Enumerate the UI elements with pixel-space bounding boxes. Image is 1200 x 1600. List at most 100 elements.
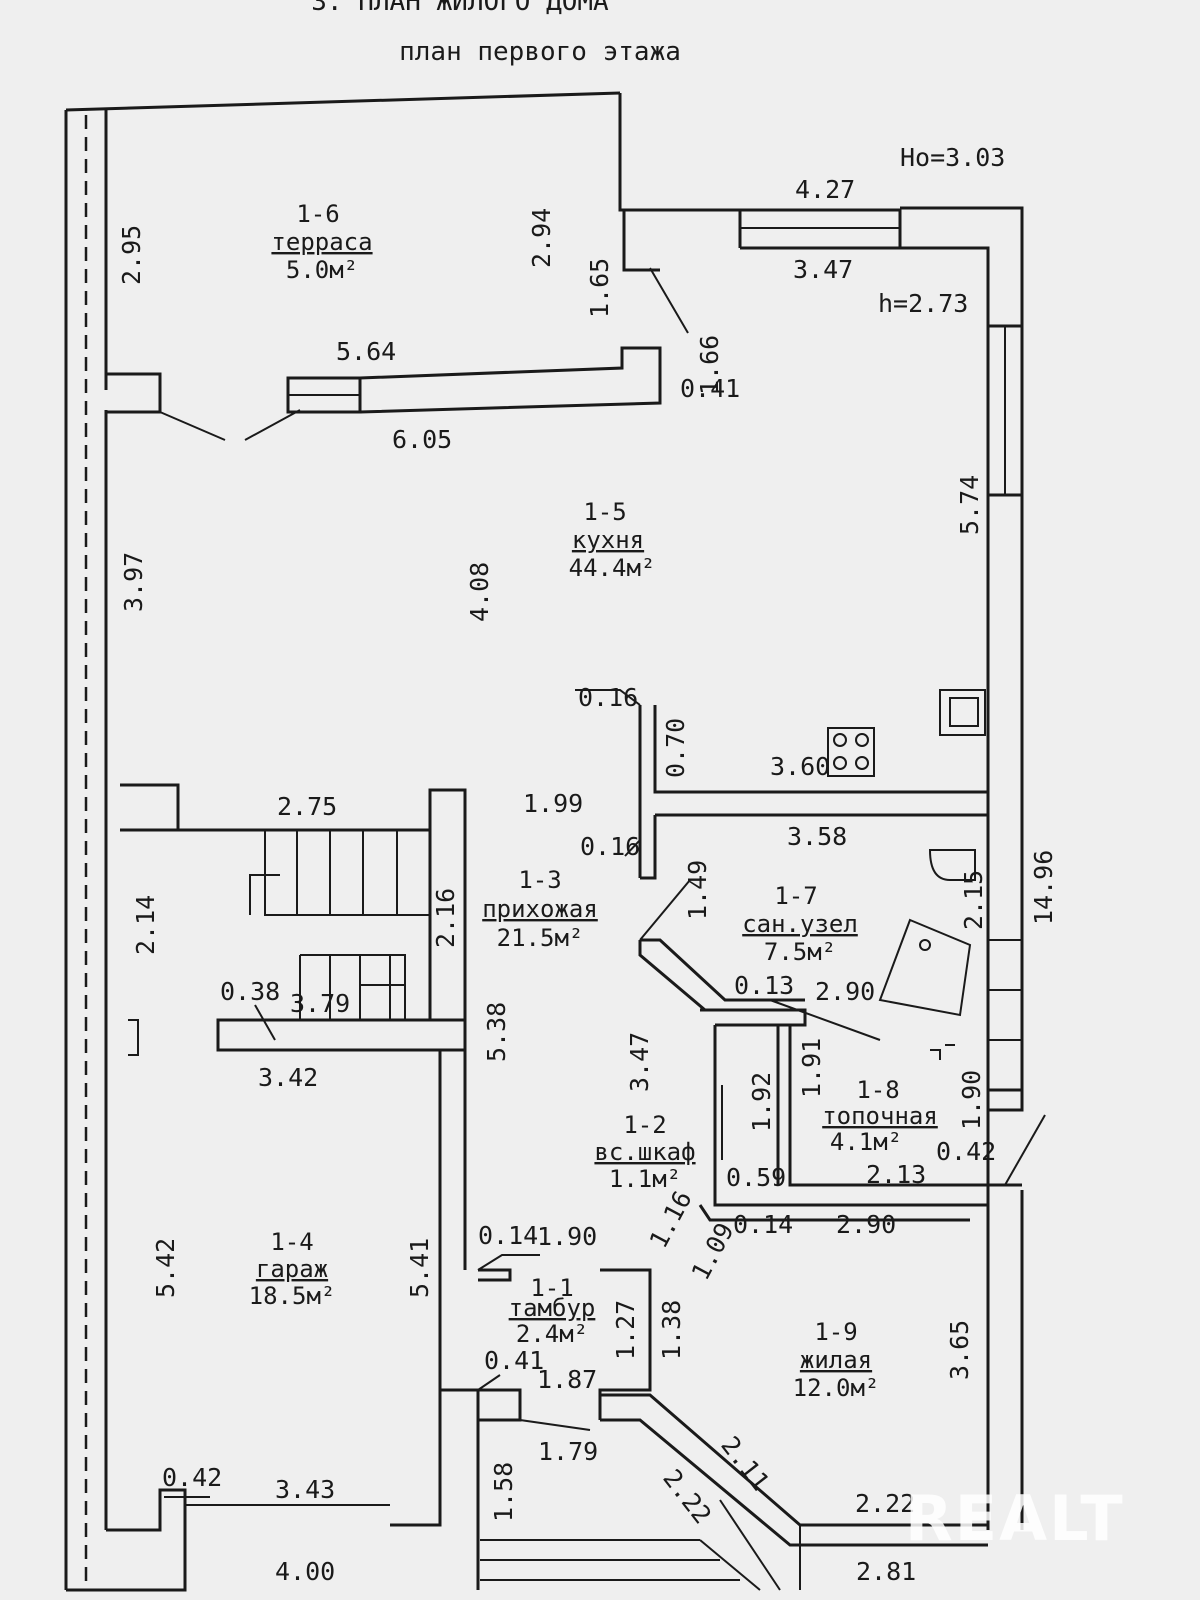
dimension-label: 1.58: [489, 1462, 518, 1522]
dimension-label: 1.16: [644, 1186, 698, 1253]
room-number: 1-2: [623, 1111, 666, 1139]
dimension-label: 2.22: [657, 1464, 717, 1529]
porch-steps: [480, 1499, 781, 1591]
dimension-label: 2.16: [431, 888, 460, 948]
room-number: 1-7: [774, 882, 817, 910]
dimension-label: 5.74: [955, 475, 984, 535]
dimension-label: 4.27: [795, 175, 855, 204]
dimension-label: 0.16: [580, 832, 640, 861]
dimension-label: 1.65: [585, 258, 614, 318]
dimension-label: 2.14: [131, 895, 160, 955]
dimension-label: 1.79: [538, 1437, 598, 1466]
realt-watermark: REALT: [905, 1482, 1125, 1555]
room-1-6: 1-6 терраса 5.0м²: [271, 200, 372, 284]
room-1-4: 1-4 гараж 18.5м²: [249, 1228, 336, 1310]
room-name: гараж: [256, 1255, 328, 1283]
room-area: 21.5м²: [497, 924, 584, 952]
dimension-label: 5.41: [405, 1238, 434, 1298]
dimension-label: 4.08: [465, 562, 494, 622]
dimension-label: 0.14: [733, 1210, 793, 1239]
dimension-label: 1.90: [957, 1070, 986, 1130]
room-name: терраса: [271, 228, 372, 256]
dimension-label: 2.81: [856, 1557, 916, 1586]
dimension-label: 1.27: [611, 1300, 640, 1360]
dimension-label: 1.92: [747, 1072, 776, 1132]
dimension-label: 2.95: [117, 225, 146, 285]
room-name: сан.узел: [742, 910, 858, 938]
dimension-label: 0.70: [661, 718, 690, 778]
room-1-2: 1-2 вс.шкаф 1.1м²: [594, 1111, 695, 1193]
dimension-label: 5.64: [336, 337, 396, 366]
fixtures: [827, 689, 986, 1060]
dimension-label: 3.58: [787, 822, 847, 851]
dimension-label: 3.97: [119, 552, 148, 612]
dimension-label: 0.41: [484, 1346, 544, 1375]
room-number: 1-9: [814, 1318, 857, 1346]
dimension-label: 0.41: [680, 374, 740, 403]
dimension-label: 3.60: [770, 752, 830, 781]
dimension-label: 0.42: [162, 1463, 222, 1492]
dimension-label: 3.47: [625, 1032, 654, 1092]
dimension-label: 4.00: [275, 1557, 335, 1586]
dimension-label: 3.79: [290, 989, 350, 1018]
dimension-label: 0.13: [734, 971, 794, 1000]
dimension-label: 2.90: [836, 1210, 896, 1239]
dimension-label: 1.90: [537, 1222, 597, 1251]
dimension-label: 0.59: [726, 1163, 786, 1192]
dimension-label: 3.42: [258, 1063, 318, 1092]
room-number: 1-8: [856, 1076, 899, 1104]
dimension-label: 3.43: [275, 1475, 335, 1504]
dimension-label: 14.96: [1029, 850, 1058, 925]
room-name: жилая: [800, 1346, 872, 1374]
room-1-1: 1-1 тамбур 2.4м²: [509, 1274, 596, 1348]
dimension-label: 1.38: [657, 1300, 686, 1360]
dimension-label: 0.38: [220, 977, 280, 1006]
room-area: 7.5м²: [764, 938, 836, 966]
dimension-label: 1.87: [537, 1365, 597, 1394]
dimension-label: 0.14: [478, 1221, 538, 1250]
plan-subtitle: план первого этажа: [399, 37, 681, 67]
room-name: прихожая: [482, 895, 598, 923]
room-name: вс.шкаф: [594, 1138, 695, 1166]
room-area: 5.0м²: [286, 256, 358, 284]
dimension-label: 2.13: [866, 1160, 926, 1189]
room-area: 18.5м²: [249, 1282, 336, 1310]
dimension-label: 2.22: [855, 1489, 915, 1518]
ceiling-height-label: Ho=3.03: [900, 143, 1005, 172]
dimension-label: 1.09: [686, 1218, 740, 1285]
dimension-label: 3.47: [793, 255, 853, 284]
room-name: топочная: [822, 1102, 938, 1130]
room-number: 1-5: [583, 498, 626, 526]
room-area: 1.1м²: [609, 1165, 681, 1193]
room-height-label: h=2.73: [878, 289, 968, 318]
room-name: кухня: [572, 526, 644, 554]
room-1-5: 1-5 кухня 44.4м²: [569, 498, 656, 582]
dimension-label: 2.11: [715, 1431, 775, 1496]
room-area: 44.4м²: [569, 554, 656, 582]
walls: [64, 91, 1046, 1592]
dimension-labels: 2.95 2.94 1.65 4.27 3.47 1.66 5.64 0.41 …: [117, 175, 1058, 1586]
dimension-label: 0.16: [578, 683, 638, 712]
dimension-label: 1.91: [797, 1038, 826, 1098]
dimension-label: 3.65: [945, 1320, 974, 1380]
dimension-label: 2.75: [277, 792, 337, 821]
dimension-label: 1.99: [523, 789, 583, 818]
room-1-9: 1-9 жилая 12.0м²: [793, 1318, 880, 1402]
dimension-label: 0.42: [936, 1137, 996, 1166]
room-number: 1-6: [296, 200, 339, 228]
dimension-label: 1.66: [695, 335, 724, 395]
room-1-8: 1-8 топочная 4.1м²: [822, 1076, 938, 1156]
dimension-label: 5.42: [151, 1238, 180, 1298]
room-area: 2.4м²: [516, 1320, 588, 1348]
room-1-7: 1-7 сан.узел 7.5м²: [742, 882, 858, 966]
dimension-label: 2.15: [959, 870, 988, 930]
room-1-3: 1-3 прихожая 21.5м²: [482, 866, 598, 952]
dimension-label: 6.05: [392, 425, 452, 454]
room-area: 4.1м²: [830, 1128, 902, 1156]
room-area: 12.0м²: [793, 1374, 880, 1402]
dimension-label: 2.94: [527, 208, 556, 268]
plan-title: 3. ПЛАН ЖИЛОГО ДОМА: [311, 0, 609, 17]
room-number: 1-3: [518, 866, 561, 894]
